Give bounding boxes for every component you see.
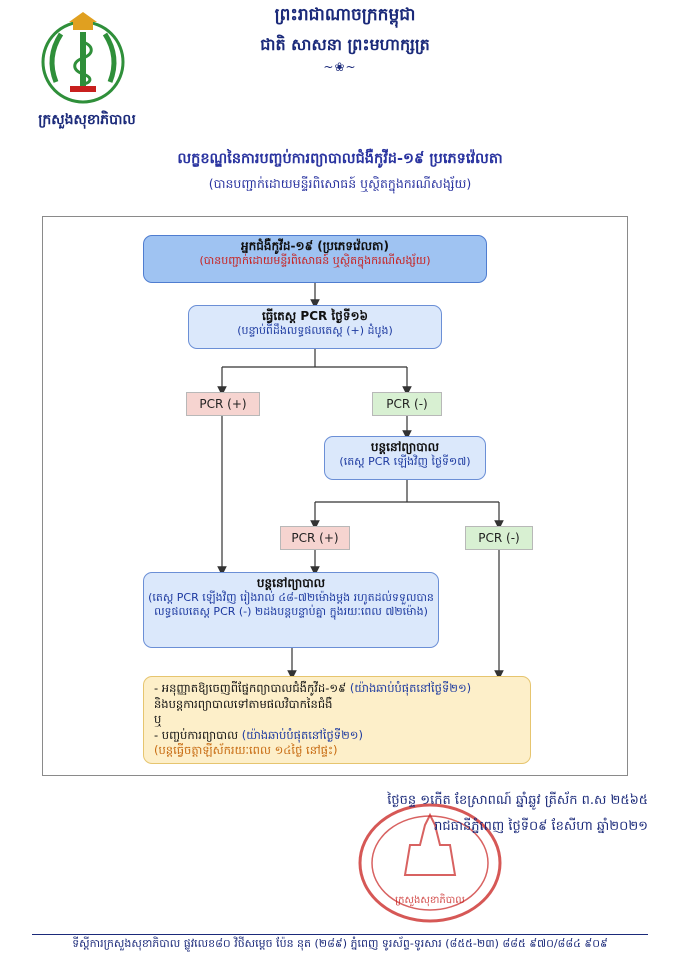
patient-title: អ្នកជំងឺកូវីដ-១៩ (ប្រភេទវ៉េលតា) <box>241 239 389 253</box>
footer-divider <box>32 934 648 935</box>
pcr-positive-1: PCR (+) <box>186 392 260 416</box>
patient-box: អ្នកជំងឺកូវីដ-១៩ (ប្រភេទវ៉េលតា) (បានបញ្ជ… <box>143 235 487 283</box>
place-date: រាជធានីភ្នំពេញ ថ្ងៃទី០៩ ខែសីហា ឆ្នាំ២០២១ <box>434 819 648 834</box>
document-title: លក្ខខណ្ឌនៃការបញ្ចប់ការព្យាបាលជំងឺកូវីដ-១… <box>177 151 503 167</box>
discharge-line-1-highlight: (យ៉ាងឆាប់បំផុតនៅថ្ងៃទី២១) <box>349 681 472 695</box>
pcr-test-box: ធ្វើតេស្ត PCR ថ្ងៃទី១៦ (បន្ទាប់ពីដឹងលទ្ធ… <box>188 305 442 349</box>
end-treatment-highlight: (យ៉ាងឆាប់បំផុតនៅថ្ងៃទី២១) <box>241 727 363 742</box>
seal-text: ក្រសួងសុខាភិបាល <box>395 893 465 907</box>
discharge-line-1: - អនុញ្ញាតឱ្យចេញពីផ្នែកព្យាបាលជំងឺកូវីដ-… <box>154 681 347 695</box>
continue-treatment-box-1: បន្តនៅព្យាបាល (តេស្ត PCR ឡើងវិញ ថ្ងៃទី១៧… <box>324 436 486 480</box>
discharge-line-2: និងបន្តការព្យាបាលទៅតាមផលវិបាកនៃជំងឺ <box>154 696 333 711</box>
quarantine-note: (បន្តធ្វើចត្តាឡីស័ករយៈពេល ១៤ថ្ងៃ នៅផ្ទះ) <box>154 743 338 758</box>
end-treatment-line: - បញ្ចប់ការព្យាបាល <box>154 727 239 742</box>
footer-address: ទីស្តីការក្រសួងសុខាភិបាល ផ្លូវលេខ៨០ វិថី… <box>72 937 608 950</box>
kingdom-heading: ព្រះរាជាណាចក្រកម្ពុជា <box>274 5 416 25</box>
continue-treatment-box-2: បន្តនៅព្យាបាល (តេស្ត PCR ឡើងវិញ រៀងរាល់ … <box>143 572 439 648</box>
pcr-test-note: (បន្ទាប់ពីដឹងលទ្ធផលតេស្ត (+) ដំបូង) <box>237 324 393 337</box>
national-motto: ជាតិ សាសនា ព្រះមហាក្សត្រ <box>260 35 430 54</box>
continue-note-2: (តេស្ត PCR ឡើងវិញ រៀងរាល់ ៤៨-៧២ម៉ោងម្តង … <box>148 591 434 618</box>
ministry-logo <box>36 12 130 106</box>
pcr-test-title: ធ្វើតេស្ត PCR ថ្ងៃទី១៦ <box>261 309 369 323</box>
discharge-box: - អនុញ្ញាតឱ្យចេញពីផ្នែកព្យាបាលជំងឺកូវីដ-… <box>143 676 531 764</box>
document-subtitle: (បានបញ្ជាក់ដោយមន្ទីរពិសោធន៍ ឬស្ថិតក្នុងក… <box>208 176 472 191</box>
continue-title-2: បន្តនៅព្យាបាល <box>256 576 326 590</box>
lunar-date: ថ្ងៃចន្ទ ១កើត ខែស្រាពណ៍ ឆ្នាំឆ្លូវ ត្រីស… <box>387 793 648 808</box>
official-seal: ក្រសួងសុខាភិបាល <box>350 795 510 925</box>
discharge-line-or: ឬ <box>154 712 162 727</box>
ornament: ~❀~ <box>323 60 357 74</box>
continue-title-1: បន្តនៅព្យាបាល <box>370 440 440 454</box>
patient-note: (បានបញ្ជាក់ដោយមន្ទីរពិសោធន៍ ឬស្ថិតក្នុងក… <box>199 254 431 267</box>
ministry-name: ក្រសួងសុខាភិបាល <box>38 112 136 128</box>
continue-note-1: (តេស្ត PCR ឡើងវិញ ថ្ងៃទី១៧) <box>339 455 471 468</box>
pcr-negative-2: PCR (-) <box>465 526 533 550</box>
pcr-positive-2: PCR (+) <box>280 526 350 550</box>
pcr-negative-1: PCR (-) <box>372 392 442 416</box>
